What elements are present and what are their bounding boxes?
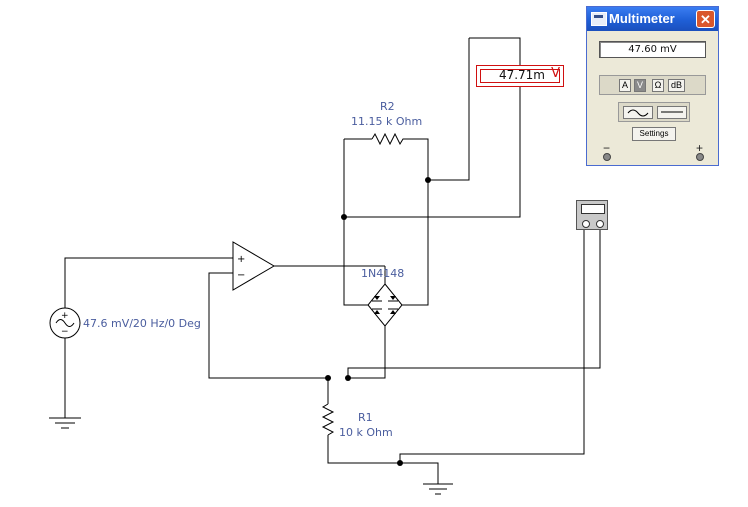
minus-terminal-label: − <box>603 141 611 155</box>
ac-mode-button[interactable] <box>623 106 653 119</box>
dc-mode-button[interactable] <box>657 106 687 119</box>
mode-button-panel: A V Ω dB <box>599 75 706 95</box>
r1-name: R1 <box>358 411 373 424</box>
wire <box>402 138 429 306</box>
bridge-rectifier <box>367 283 403 327</box>
op-amp <box>232 241 275 291</box>
wire <box>469 37 521 65</box>
mode-button-db[interactable]: dB <box>668 79 685 92</box>
wire <box>208 272 328 379</box>
plus-terminal-jack[interactable] <box>696 153 704 161</box>
multimeter-symbol-screen <box>581 204 605 214</box>
probe-frame <box>480 69 560 83</box>
r1-resistor <box>321 403 335 436</box>
minus-terminal-jack[interactable] <box>603 153 611 161</box>
dc-line-icon <box>661 111 683 113</box>
probe-value: 47.71m <box>498 68 545 82</box>
r2-resistor <box>371 132 406 146</box>
source-label: 47.6 mV/20 Hz/0 Deg <box>83 317 201 330</box>
mode-button-ampere[interactable]: A <box>619 79 631 92</box>
voltage-probe[interactable]: 47.71m V <box>476 65 564 87</box>
svg-text:−: − <box>61 327 69 337</box>
multimeter-symbol-jack-plus[interactable] <box>596 220 604 228</box>
junction-dot <box>341 214 347 220</box>
junction-dot <box>397 460 403 466</box>
settings-button[interactable]: Settings <box>632 127 676 141</box>
r2-name: R2 <box>380 100 395 113</box>
svg-text:−: − <box>237 270 245 281</box>
multimeter-window[interactable]: Multimeter ✕ 47.60 mV A V Ω dB Settings … <box>586 6 719 166</box>
multimeter-display: 47.60 mV <box>599 41 706 58</box>
wire <box>348 326 386 379</box>
ac-wave-icon <box>627 109 649 117</box>
mode-button-volt[interactable]: V <box>634 79 646 92</box>
wire <box>344 87 521 218</box>
wire <box>347 230 601 378</box>
plus-terminal-label: + <box>696 141 704 155</box>
multimeter-title: Multimeter <box>609 11 675 26</box>
multimeter-symbol[interactable] <box>576 200 608 230</box>
signal-mode-panel <box>618 102 690 122</box>
close-icon[interactable]: ✕ <box>696 10 715 28</box>
junction-dot <box>345 375 351 381</box>
wire <box>399 230 585 463</box>
diode-name: 1N4148 <box>361 267 405 280</box>
wire <box>64 257 233 308</box>
probe-unit: V <box>551 66 560 81</box>
junction-dot <box>325 375 331 381</box>
junction-dot <box>425 177 431 183</box>
multimeter-titlebar[interactable]: Multimeter ✕ <box>587 7 718 31</box>
multimeter-window-icon <box>591 12 607 26</box>
mode-button-ohm[interactable]: Ω <box>652 79 664 92</box>
svg-text:+: + <box>237 254 245 265</box>
r1-value: 10 k Ohm <box>339 426 393 439</box>
multimeter-symbol-jack-minus[interactable] <box>582 220 590 228</box>
svg-text:+: + <box>61 311 69 321</box>
wire <box>428 38 470 181</box>
r2-value: 11.15 k Ohm <box>351 115 423 128</box>
wire <box>343 139 368 306</box>
